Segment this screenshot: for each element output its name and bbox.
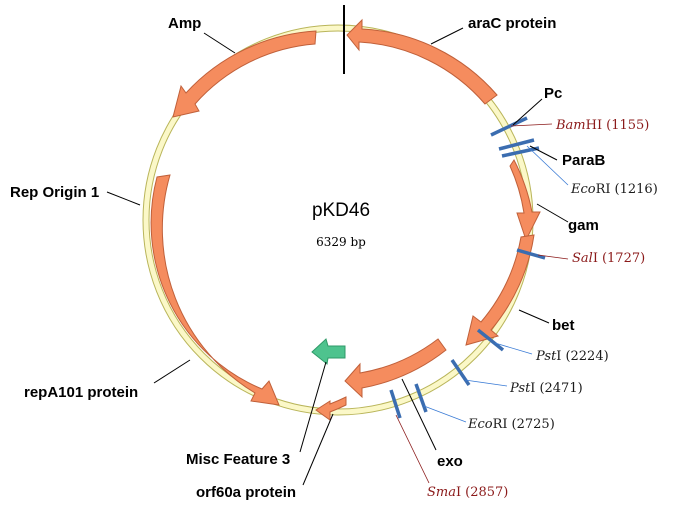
ecori1-leader xyxy=(526,145,569,186)
psti2-leader xyxy=(464,379,508,387)
pc-label: Pc xyxy=(544,85,562,102)
arac-arrow xyxy=(346,18,498,105)
psti2-tick xyxy=(450,359,471,386)
ecori2-tick xyxy=(414,383,428,413)
bamhi-label: BamHI(1155) xyxy=(555,118,649,133)
misc3-label: Misc Feature 3 xyxy=(186,451,290,468)
repa101-arrow xyxy=(150,174,280,406)
psti1-leader xyxy=(494,342,533,355)
parab-leader xyxy=(529,145,558,161)
plasmid-name: pKD46 xyxy=(312,200,370,221)
psti2-label: PstI(2471) xyxy=(509,381,583,396)
exo-leader xyxy=(401,378,437,451)
repa101-label: repA101 protein xyxy=(24,384,138,401)
psti1-label: PstI(2224) xyxy=(535,349,609,364)
amp-leader xyxy=(203,32,236,54)
smai-tick xyxy=(389,389,402,419)
amp-arrow xyxy=(172,30,317,118)
misc3-leader xyxy=(299,361,327,453)
ecori2-label: EcoRI(2725) xyxy=(467,417,555,432)
arac-leader xyxy=(430,27,464,45)
ecori2-leader xyxy=(423,405,467,423)
gam-label: gam xyxy=(568,217,599,234)
bet-label: bet xyxy=(552,317,575,334)
leader-lines xyxy=(106,27,569,486)
pc-leader xyxy=(512,98,543,126)
exo-label: exo xyxy=(437,453,463,470)
bet-leader xyxy=(518,309,550,324)
ecori1-label: EcoRI(1216) xyxy=(570,182,658,197)
rep-origin-label: Rep Origin 1 xyxy=(10,184,99,201)
sali-leader xyxy=(537,254,569,260)
arac-label: araC protein xyxy=(468,15,556,32)
repa101-leader xyxy=(153,359,191,384)
orf60a-arrow xyxy=(315,396,347,421)
sali-tick xyxy=(516,248,546,260)
sali-label: SalI(1727) xyxy=(572,251,645,266)
parab-label: ParaB xyxy=(562,152,606,169)
smai-leader xyxy=(395,414,430,484)
misc-feature-3-arrow xyxy=(311,338,346,365)
feature-arrows xyxy=(150,18,541,421)
site-labels: BamHI(1155) EcoRI(1216) SalI(1727) PstI(… xyxy=(427,118,658,500)
gam-arrow xyxy=(509,159,541,242)
orf60a-leader xyxy=(302,413,334,486)
ecori1-tick xyxy=(498,138,535,151)
bamhi-tick xyxy=(490,116,528,137)
ecori1-tick-2 xyxy=(501,146,540,158)
feature-labels: araC protein Amp Pc ParaB gam bet exo Re… xyxy=(10,15,606,501)
psti1-tick xyxy=(476,328,505,352)
orf60a-label: orf60a protein xyxy=(196,484,296,501)
bet-arrow xyxy=(465,234,535,346)
site-ticks xyxy=(389,116,546,419)
exo-arrow xyxy=(344,338,447,399)
amp-label: Amp xyxy=(168,15,201,32)
smai-label: SmaI(2857) xyxy=(427,485,508,500)
plasmid-size: 6329 bp xyxy=(316,235,366,249)
gam-leader xyxy=(536,203,569,223)
bamhi-leader xyxy=(510,123,553,127)
rep-origin-leader xyxy=(106,191,141,206)
